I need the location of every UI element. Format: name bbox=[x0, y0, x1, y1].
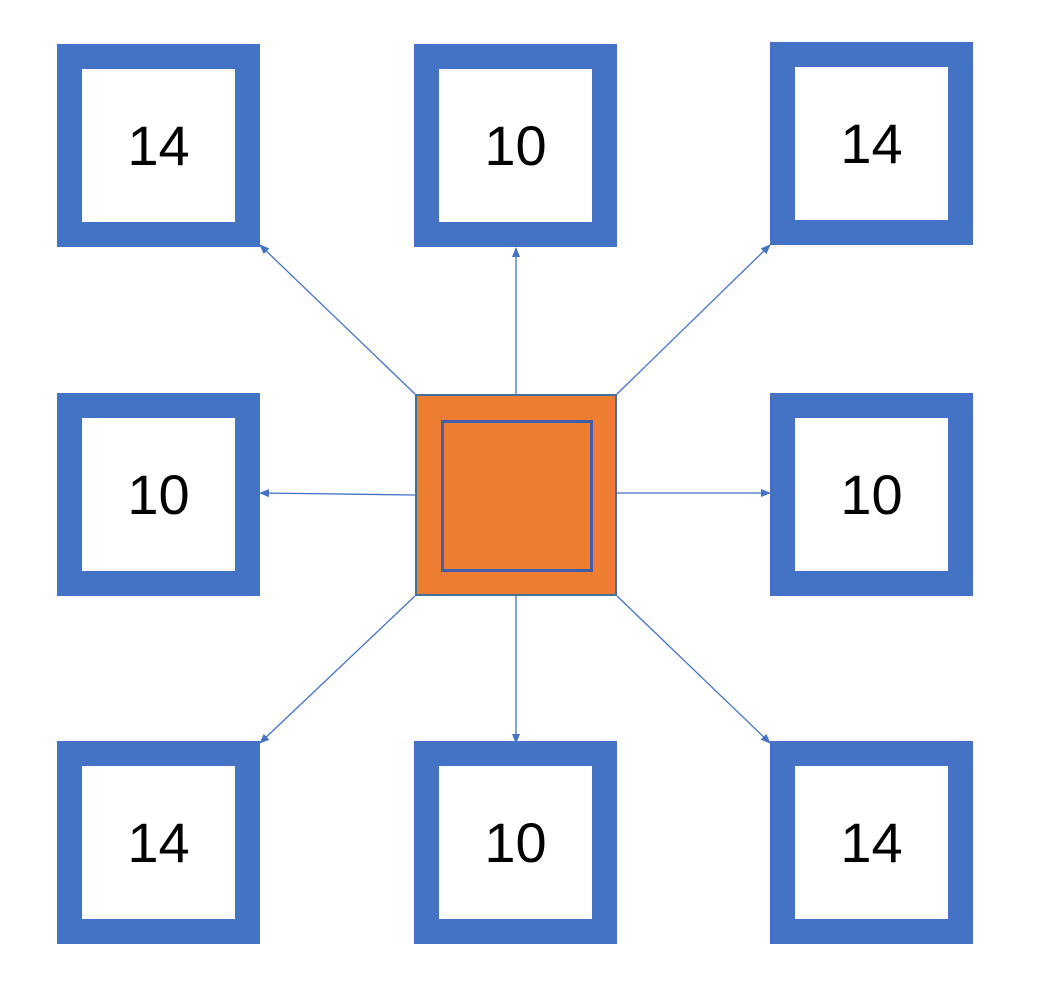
node-bottom-middle: 10 bbox=[414, 741, 617, 944]
arrow-to-bottom-right bbox=[616, 595, 771, 744]
node-top-left-label: 14 bbox=[127, 113, 190, 177]
node-top-right-label: 14 bbox=[840, 111, 903, 175]
node-middle-right: 10 bbox=[770, 393, 973, 596]
node-top-middle-label: 10 bbox=[484, 113, 547, 177]
node-bottom-middle-label: 10 bbox=[484, 810, 547, 874]
node-bottom-left-label: 14 bbox=[127, 810, 190, 874]
node-bottom-right: 14 bbox=[770, 741, 973, 944]
node-top-left: 14 bbox=[57, 44, 260, 247]
node-middle-right-label: 10 bbox=[840, 462, 903, 526]
node-top-middle: 10 bbox=[414, 44, 617, 247]
node-bottom-right-label: 14 bbox=[840, 810, 903, 874]
arrow-to-top-left bbox=[259, 244, 416, 395]
arrow-to-middle-left bbox=[259, 489, 416, 498]
center-node bbox=[415, 394, 617, 596]
node-middle-left: 10 bbox=[57, 393, 260, 596]
node-top-right: 14 bbox=[770, 42, 973, 245]
arrow-to-top-right bbox=[616, 244, 771, 395]
node-bottom-left: 14 bbox=[57, 741, 260, 944]
center-inner-square bbox=[441, 420, 593, 572]
node-middle-left-label: 10 bbox=[127, 462, 190, 526]
arrow-to-bottom-left bbox=[259, 595, 416, 744]
